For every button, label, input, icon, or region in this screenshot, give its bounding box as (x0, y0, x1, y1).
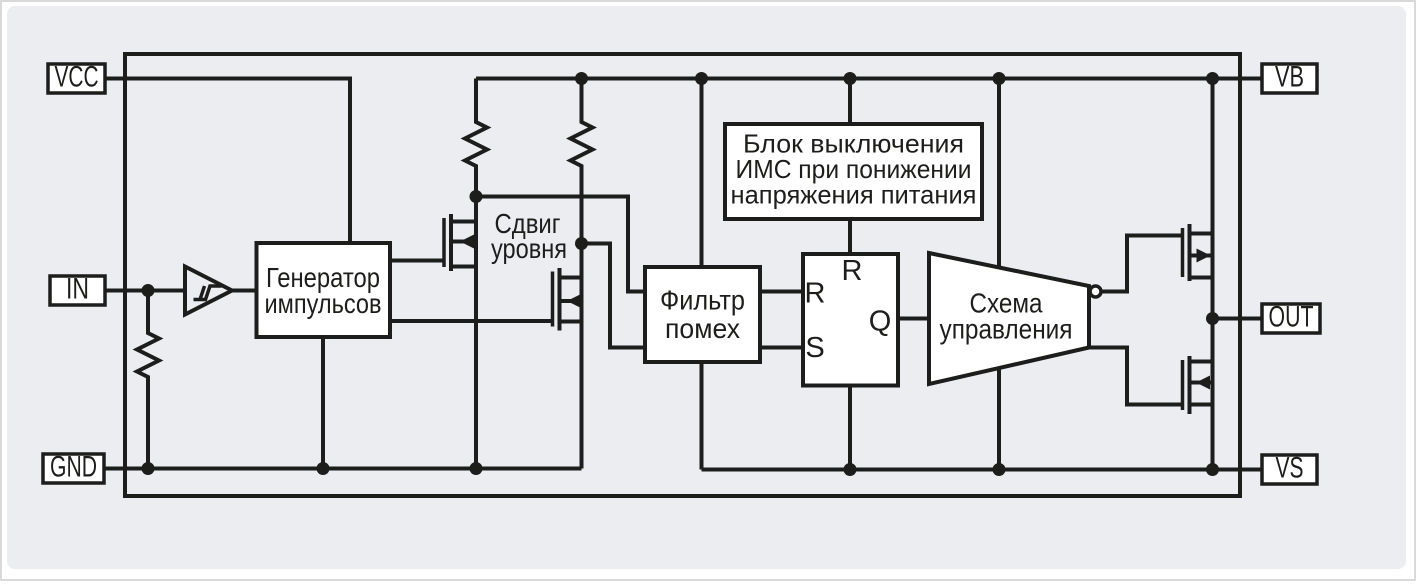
pin-box-out (1260, 302, 1322, 335)
output-mosfet-low-icon (1180, 356, 1213, 414)
noise-filter-label-line2: помех (665, 313, 740, 344)
pin-box-vcc (46, 62, 107, 95)
pin-label-vs: VS (1276, 452, 1304, 485)
level-shift-label-line1: Сдвиг (495, 208, 561, 239)
rs-trigger-reset-label: R (805, 278, 826, 310)
level-shift-mosfet-1-icon (442, 214, 476, 271)
rs-trigger-reset-top-label: R (842, 255, 863, 287)
level-shift-label-line2: уровня (491, 233, 567, 264)
inverter-bubble-icon (1088, 284, 1103, 299)
mosfet-body-arrow-icon (1196, 375, 1210, 390)
vcc-wire (105, 76, 352, 243)
pin-box-vs (1260, 453, 1319, 486)
output-mosfet-high-icon (1180, 224, 1213, 281)
t2-drain-to-filter-wire (581, 241, 645, 350)
t1-drain-to-filter-wire (476, 194, 645, 294)
ic-outline (123, 52, 1242, 498)
pin-box-in (48, 274, 107, 307)
rs-trigger-block (801, 252, 900, 388)
pin-box-gnd (41, 452, 106, 485)
control-circuit-block (927, 250, 1091, 387)
level-shift-resistor-2 (566, 78, 597, 244)
level-shift-resistor-1 (460, 78, 492, 197)
mosfet-body-arrow-icon (567, 294, 581, 308)
uvlo-label-line1: Блок выключения (743, 129, 964, 159)
pins: VCC IN GND VB OUT VS (41, 61, 1322, 486)
uvlo-label-line3: напряжения питания (731, 180, 977, 210)
rs-trigger-set-label: S (805, 332, 824, 364)
noise-filter-block (643, 265, 762, 364)
control-label-line2: управления (940, 314, 1073, 345)
pin-label-vcc: VCC (55, 61, 99, 94)
schmitt-trigger-icon (183, 263, 237, 318)
pin-label-gnd: GND (50, 451, 97, 484)
control-low-gate-wire (1089, 345, 1183, 407)
noise-filter-label-line1: Фильтр (660, 285, 745, 316)
pulse-generator-label-line1: Генератор (266, 262, 380, 293)
pulse-generator-block (254, 241, 392, 339)
uvlo-block (723, 122, 984, 221)
pin-label-vb: VB (1275, 61, 1304, 94)
rs-trigger-q-label: Q (869, 306, 892, 338)
control-label-line1: Схема (970, 288, 1043, 319)
pin-label-in: IN (66, 273, 89, 306)
junction-dots (141, 72, 1219, 476)
mosfet-body-arrow-icon (1196, 248, 1211, 263)
pin-box-vb (1260, 62, 1319, 95)
control-high-gate-wire (1102, 233, 1183, 294)
pulse-generator-label-line2: импульсов (265, 288, 382, 319)
block-labels: Генератор импульсов Сдвиг уровня Фильтр … (265, 129, 1073, 365)
level-shift-mosfet-2-icon (550, 268, 582, 331)
mosfet-body-arrow-icon (460, 234, 474, 249)
uvlo-label-line2: ИМС при понижении (736, 154, 972, 184)
pin-label-out: OUT (1269, 301, 1314, 334)
in-pulldown-resistor (132, 290, 164, 469)
